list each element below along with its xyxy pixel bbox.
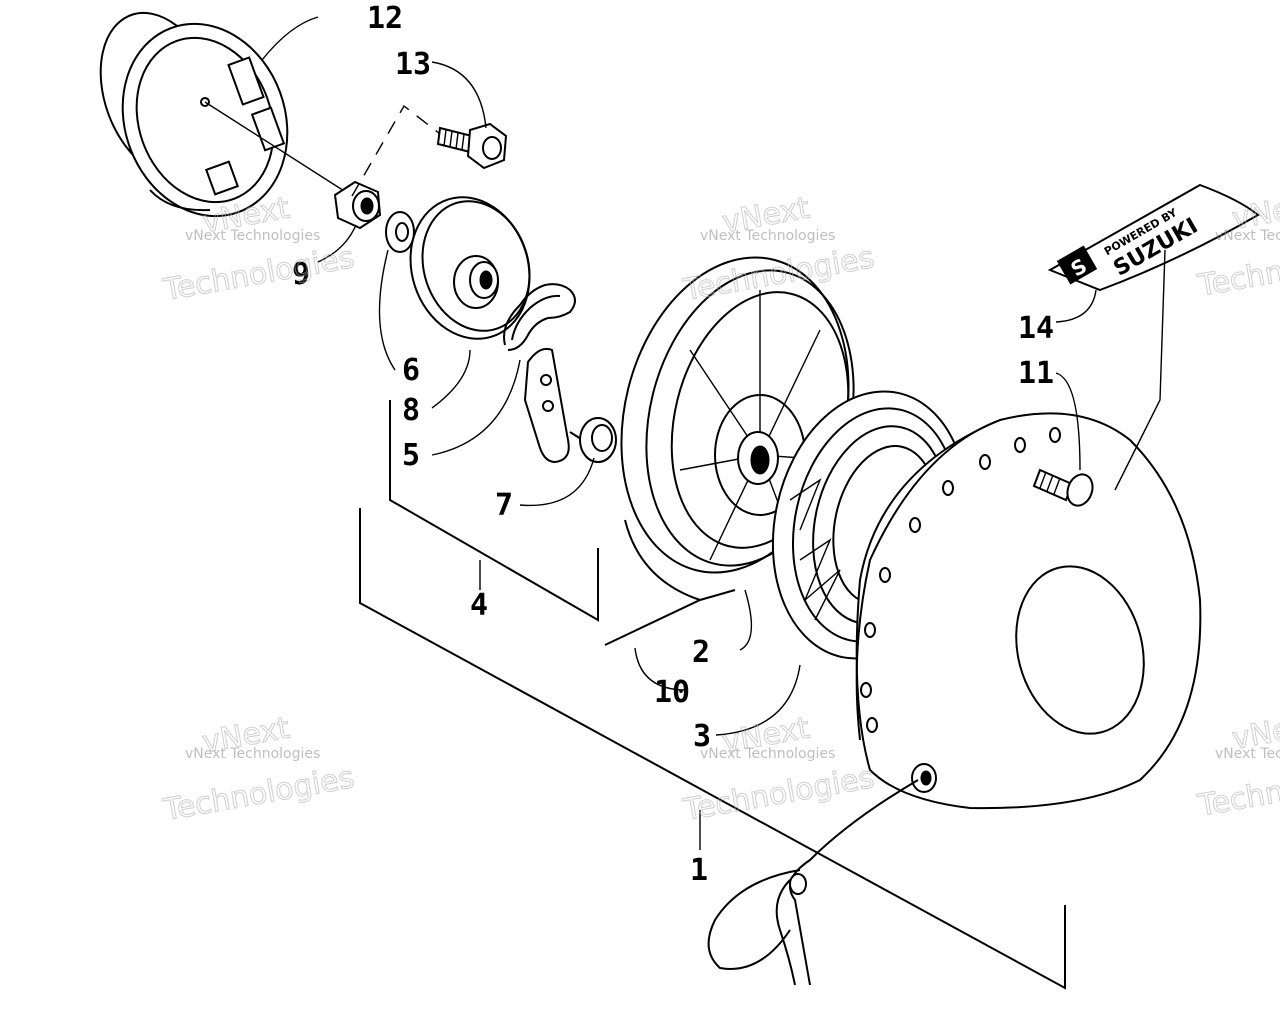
svg-text:vNext Technologies: vNext Technologies [700,746,835,762]
svg-text:Technologies: Technologies [160,760,357,828]
label-13: 13 [395,47,431,82]
label-14: 14 [1018,311,1054,346]
label-1: 1 [690,853,708,888]
leader-lines [261,16,1097,736]
svg-text:vNext Technologies: vNext Technologies [1215,228,1280,244]
svg-text:vNext Technologies: vNext Technologies [700,228,835,244]
label-12: 12 [367,1,403,36]
starter-housing-part [855,412,1202,810]
svg-text:Technologies: Technologies [160,240,357,308]
friction-plate-part [409,196,531,340]
svg-text:Technologies: Technologies [1195,756,1280,824]
assembly-brackets [359,400,1066,990]
watermark-bottom-left: vNext Technologies vNext Technologies [160,710,358,829]
svg-text:Technologies: Technologies [1195,236,1280,304]
bolt-part [436,122,508,170]
svg-text:vNext Technologies: vNext Technologies [185,228,320,244]
label-10: 10 [654,675,690,710]
svg-text:vNext: vNext [1230,707,1280,757]
starter-cup-part [99,11,289,218]
screw-part [1032,468,1094,507]
bushing-part [579,417,617,463]
nut-part [333,180,382,230]
label-3: 3 [693,719,711,754]
label-5: 5 [402,438,420,473]
svg-text:vNext Technologies: vNext Technologies [1215,746,1280,762]
label-6: 6 [402,353,420,388]
washer-part [385,211,415,253]
watermark-top-center: vNext Technologies vNext Technologies [680,190,878,309]
rope-handle-loop [707,779,919,986]
rope-part [604,589,736,646]
label-11: 11 [1018,356,1054,391]
svg-text:vNext: vNext [1230,187,1280,237]
label-7: 7 [495,488,513,523]
svg-text:vNext Technologies: vNext Technologies [185,746,320,762]
label-2: 2 [692,635,710,670]
spring-clip-part [503,283,576,351]
label-4: 4 [470,588,488,623]
housing-holes [860,427,1061,733]
label-9: 9 [292,257,310,292]
watermark-bottom-right: vNext Technologies vNext Technologies [1194,707,1280,825]
label-8: 8 [402,393,420,428]
svg-text:Technologies: Technologies [680,760,877,828]
